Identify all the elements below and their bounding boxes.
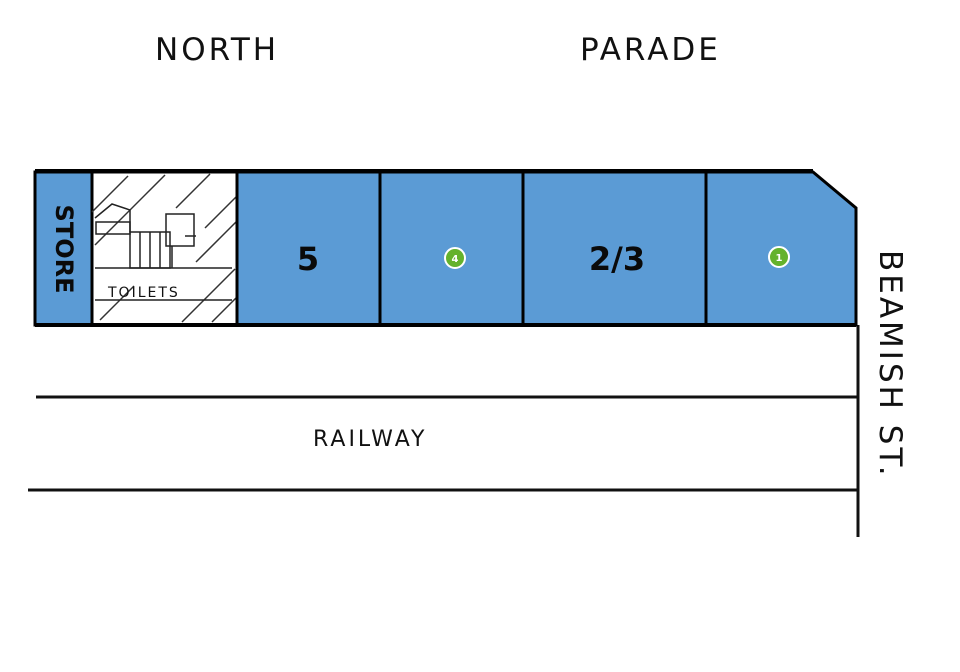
toilets-label: TOILETS <box>107 285 180 301</box>
lot-4[interactable]: 4 <box>378 170 525 327</box>
store-block[interactable]: STORE <box>33 170 94 327</box>
svg-text:1: 1 <box>776 253 783 264</box>
lot-5-label: 5 <box>297 240 319 278</box>
beamish-st-label: BEAMISH ST. <box>872 250 908 479</box>
north-parade-label-north: NORTH <box>155 32 279 68</box>
svg-text:4: 4 <box>452 254 459 265</box>
lot-2-3[interactable]: 2/3 <box>521 170 708 327</box>
toilets-fixtures-sketch <box>94 203 232 301</box>
lot-4-marker[interactable]: 4 <box>444 247 466 269</box>
lot-5[interactable]: 5 <box>235 170 382 327</box>
lot-1-marker[interactable]: 1 <box>768 246 790 268</box>
lot-2-3-label: 2/3 <box>589 240 645 278</box>
railway-label: RAILWAY <box>313 427 428 452</box>
toilets-block: TOILETS <box>90 170 239 327</box>
lot-1[interactable]: 1 <box>704 170 858 327</box>
north-parade-label-parade: PARADE <box>580 32 721 68</box>
store-label: STORE <box>50 205 78 294</box>
